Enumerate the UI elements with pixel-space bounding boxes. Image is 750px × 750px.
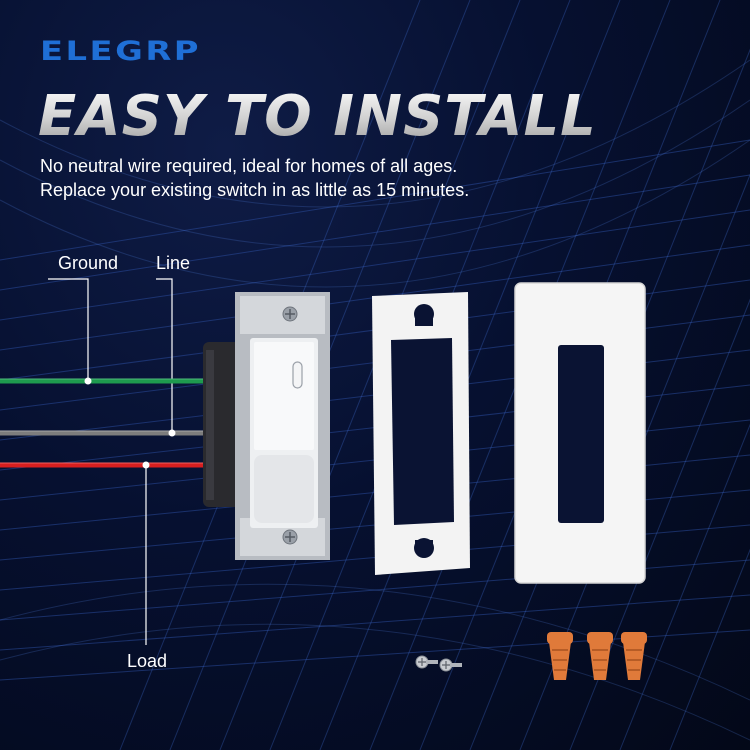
ground-leader-line: [48, 278, 89, 382]
status-led-icon: [292, 361, 303, 389]
line-junction-dot: [168, 429, 176, 437]
line-label: Line: [156, 253, 191, 273]
mounting-screws: [415, 655, 462, 672]
ground-junction-dot: [84, 377, 92, 385]
motion-sensor-switch: [203, 292, 330, 560]
brand-logo: ELEGRP: [40, 36, 202, 67]
wall-plate: [514, 282, 646, 584]
wire-nuts: [547, 632, 647, 680]
wires: [0, 378, 232, 468]
line-leader-line: [156, 278, 173, 434]
ground-label: Ground: [58, 253, 119, 273]
load-label: Load: [127, 651, 168, 671]
page-title: EASY TO INSTALL: [38, 84, 597, 149]
adapter-plate: [372, 292, 470, 575]
description: No neutral wire required, ideal for home…: [40, 154, 469, 202]
description-line-2: Replace your existing switch in as littl…: [40, 180, 470, 200]
description-line-1: No neutral wire required, ideal for home…: [40, 156, 458, 176]
load-junction-dot: [142, 461, 150, 469]
